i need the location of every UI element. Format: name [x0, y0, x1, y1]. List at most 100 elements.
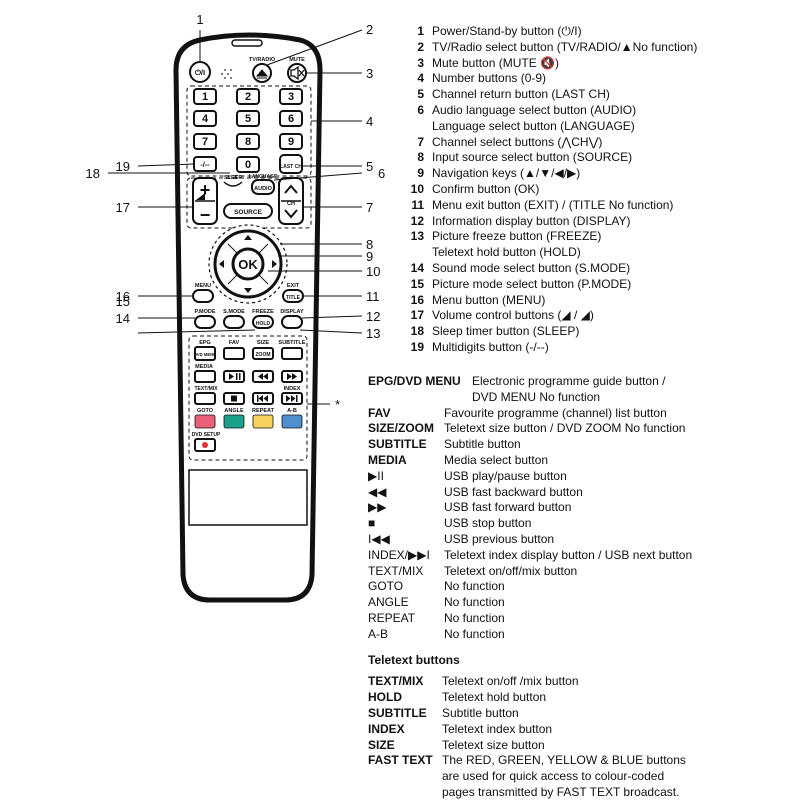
fast-backward-icon — [258, 373, 268, 380]
audio-button[interactable]: AUDIO — [251, 179, 275, 195]
previous-button[interactable] — [252, 392, 274, 405]
legend-number: 9 — [417, 166, 424, 181]
nav-up-icon — [244, 235, 252, 240]
freeze-label: FREEZE — [252, 309, 274, 315]
smode-button[interactable] — [223, 315, 245, 329]
number-button-4[interactable]: 4 — [193, 110, 217, 127]
glossary-text: No function — [444, 579, 505, 594]
text-mix-button[interactable] — [194, 392, 216, 405]
play-pause-button[interactable] — [223, 370, 245, 383]
dvd-setup-button[interactable] — [194, 438, 216, 452]
mute-button[interactable]: MUTE — [287, 57, 307, 83]
exit-button[interactable]: TITLE — [282, 289, 304, 303]
ir-window — [231, 39, 263, 47]
number-block-group — [186, 85, 312, 177]
menu-button[interactable] — [192, 289, 214, 303]
callout-1: 1 — [196, 12, 203, 27]
teletext-key: INDEX — [368, 721, 405, 736]
ok-label: OK — [238, 257, 258, 272]
media-button[interactable] — [194, 370, 216, 383]
legend-text: Power/Stand-by button (⏻/I) — [432, 24, 582, 38]
multidigit-label: -/-- — [201, 162, 211, 169]
goto-label: GOTO — [197, 408, 214, 414]
glossary-item: ◀◀USB fast backward button — [368, 485, 798, 501]
glossary-text: USB stop button — [444, 516, 532, 531]
number-label: 2 — [245, 91, 251, 103]
glossary-text: USB previous button — [444, 531, 555, 546]
play-pause-icon — [229, 373, 241, 380]
number-button-2[interactable]: 2 — [236, 88, 260, 105]
glossary-key: REPEAT — [368, 610, 416, 625]
number-button-5[interactable]: 5 — [236, 110, 260, 127]
number-button-7[interactable]: 7 — [193, 133, 217, 150]
freeze-hold-button[interactable]: HOLD — [252, 315, 274, 329]
blue-button[interactable] — [281, 414, 303, 429]
record-icon — [202, 442, 208, 448]
media-label: MEDIA — [195, 364, 213, 370]
teletext-text-continued: are used for quick access to colour-code… — [442, 769, 665, 784]
number-button-3[interactable]: 3 — [279, 88, 303, 105]
green-button[interactable] — [223, 414, 245, 429]
glossary-key: MEDIA — [368, 452, 407, 467]
index-next-button[interactable] — [281, 392, 303, 405]
legend-number: 15 — [410, 276, 424, 291]
subtitle-button[interactable] — [281, 347, 303, 360]
red-button[interactable] — [194, 414, 216, 429]
fast-forward-button[interactable] — [281, 370, 303, 383]
dvd-menu-label: DVD MENU — [194, 352, 216, 357]
fast-backward-button[interactable] — [252, 370, 274, 383]
number-button-1[interactable]: 1 — [193, 88, 217, 105]
size-zoom-button[interactable]: ZOOM — [252, 347, 274, 360]
tv-radio-button[interactable]: TV/RADIO — [249, 57, 276, 83]
number-label: 4 — [202, 113, 209, 125]
glossary-text: Teletext on/off/mix button — [444, 563, 578, 578]
callout-19: 19 — [116, 159, 130, 174]
legend-number: 6 — [417, 102, 424, 117]
navigation-pad[interactable]: OK — [208, 224, 288, 304]
number-label: 0 — [245, 159, 251, 171]
fav-button[interactable] — [223, 347, 245, 360]
callout-12: 12 — [366, 309, 380, 324]
epg-dvd-menu-button[interactable]: DVD MENU — [194, 346, 216, 361]
speaker-dots — [221, 69, 232, 79]
number-button-6[interactable]: 6 — [279, 110, 303, 127]
last-ch-label: LAST CH — [280, 164, 302, 170]
next-icon — [286, 395, 298, 402]
legend-text: Picture freeze button (FREEZE) — [432, 229, 602, 244]
legend-number: 17 — [410, 308, 424, 323]
glossary-text: No function — [444, 595, 505, 610]
number-button-8[interactable]: 8 — [236, 133, 260, 150]
stop-button[interactable] — [223, 392, 245, 405]
last-ch-button[interactable]: LAST CH — [279, 154, 303, 174]
channel-rocker[interactable]: CH — [278, 177, 304, 225]
teletext-heading: Teletext buttons — [368, 652, 460, 667]
legend-text: Menu button (MENU) — [432, 292, 546, 307]
yellow-button[interactable] — [252, 414, 274, 429]
number-button-0[interactable]: 0 — [236, 156, 260, 173]
audio-label: AUDIO — [254, 186, 272, 192]
legend-text: Multidigits button (-/--) — [432, 339, 549, 354]
multidigit-button[interactable]: -/-- — [193, 156, 217, 172]
sleep-button[interactable] — [223, 181, 243, 187]
power-button[interactable]: ⏻/I — [189, 61, 211, 83]
display-button[interactable] — [281, 315, 303, 329]
pmode-button[interactable] — [194, 315, 216, 329]
volume-rocker[interactable]: + − — [192, 177, 218, 225]
source-button[interactable]: SOURCE — [223, 203, 273, 219]
callout-9: 9 — [366, 249, 373, 264]
teletext-text-continued: pages transmitted by FAST TEXT broadcast… — [442, 784, 680, 799]
number-button-9[interactable]: 9 — [279, 133, 303, 150]
